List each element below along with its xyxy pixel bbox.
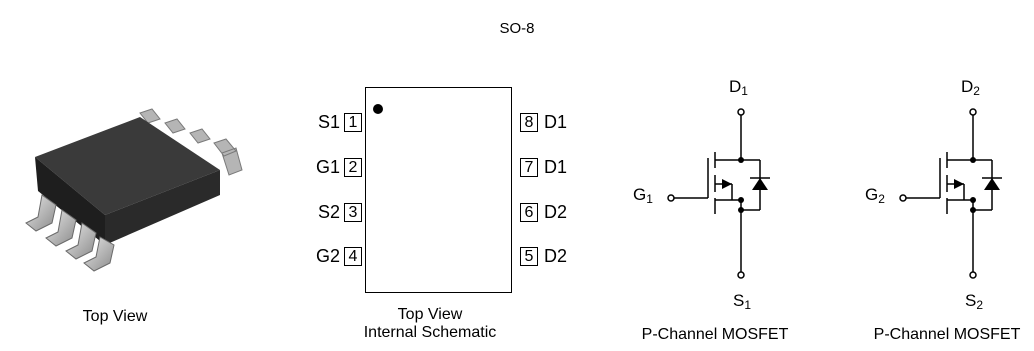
mosfet-2-source-subscript: 2 — [976, 298, 984, 312]
mosfet-2-symbol — [899, 108, 1002, 279]
mosfet-1-source-label: S1 — [733, 291, 752, 312]
pin-label-d1-7: D1 — [544, 157, 568, 177]
mosfet-2-gate-label: G2 — [865, 185, 885, 206]
diagram-title: SO-8 — [499, 20, 535, 37]
pin-number-4: 4 — [344, 247, 362, 266]
mosfet-1-source-letter: S — [733, 291, 745, 310]
mosfet-1-gate-label: G1 — [633, 185, 653, 206]
mosfet-2-gate-subscript: 2 — [878, 192, 885, 206]
pin-label-d2-5: D2 — [544, 246, 568, 266]
mosfet-1-symbol — [667, 108, 770, 279]
mosfet-2-source-label: S2 — [965, 291, 984, 312]
pin-label-s2: S2 — [317, 202, 340, 222]
schematic-caption-line1: Top View — [397, 306, 463, 323]
mosfet-1-drain-letter: D — [729, 77, 742, 96]
mosfet-1-drain-label: D1 — [729, 77, 748, 98]
mosfet-2-drain-label: D2 — [961, 77, 980, 98]
mosfet-2-source-letter: S — [965, 291, 977, 310]
pin-label-d2-6: D2 — [544, 202, 568, 222]
mosfet-2-caption: P-Channel MOSFET — [873, 326, 1021, 343]
mosfet-1-source-subscript: 1 — [744, 298, 752, 312]
pin-number-6: 6 — [520, 203, 538, 222]
pin-number-8: 8 — [520, 113, 538, 132]
package-caption: Top View — [82, 308, 148, 325]
schematic-caption: Top View Internal Schematic — [350, 306, 510, 342]
pin-number-1: 1 — [344, 113, 362, 132]
mosfet-1-gate-subscript: 1 — [646, 192, 653, 206]
package-top-face — [35, 117, 220, 215]
mosfet-2-drain-subscript: 2 — [973, 84, 980, 98]
mosfet-1-caption: P-Channel MOSFET — [641, 326, 789, 343]
pin-number-5: 5 — [520, 247, 538, 266]
so8-package-illustration — [25, 108, 243, 272]
mosfet-1-drain-subscript: 1 — [741, 84, 748, 98]
pin-label-d1-8: D1 — [544, 112, 568, 132]
pin-number-7: 7 — [520, 158, 538, 177]
mosfet-2-gate-letter: G — [865, 185, 879, 204]
pin-label-s1: S1 — [317, 112, 340, 132]
pin-number-3: 3 — [344, 203, 362, 222]
pin-number-2: 2 — [344, 158, 362, 177]
mosfet-2-drain-letter: D — [961, 77, 974, 96]
pin-label-g1: G1 — [315, 157, 340, 177]
pin-label-g2: G2 — [315, 246, 340, 266]
pin1-indicator-dot — [373, 104, 383, 114]
ic-body-outline — [365, 87, 512, 293]
mosfet-1-gate-letter: G — [633, 185, 647, 204]
schematic-caption-line2: Internal Schematic — [363, 324, 497, 341]
